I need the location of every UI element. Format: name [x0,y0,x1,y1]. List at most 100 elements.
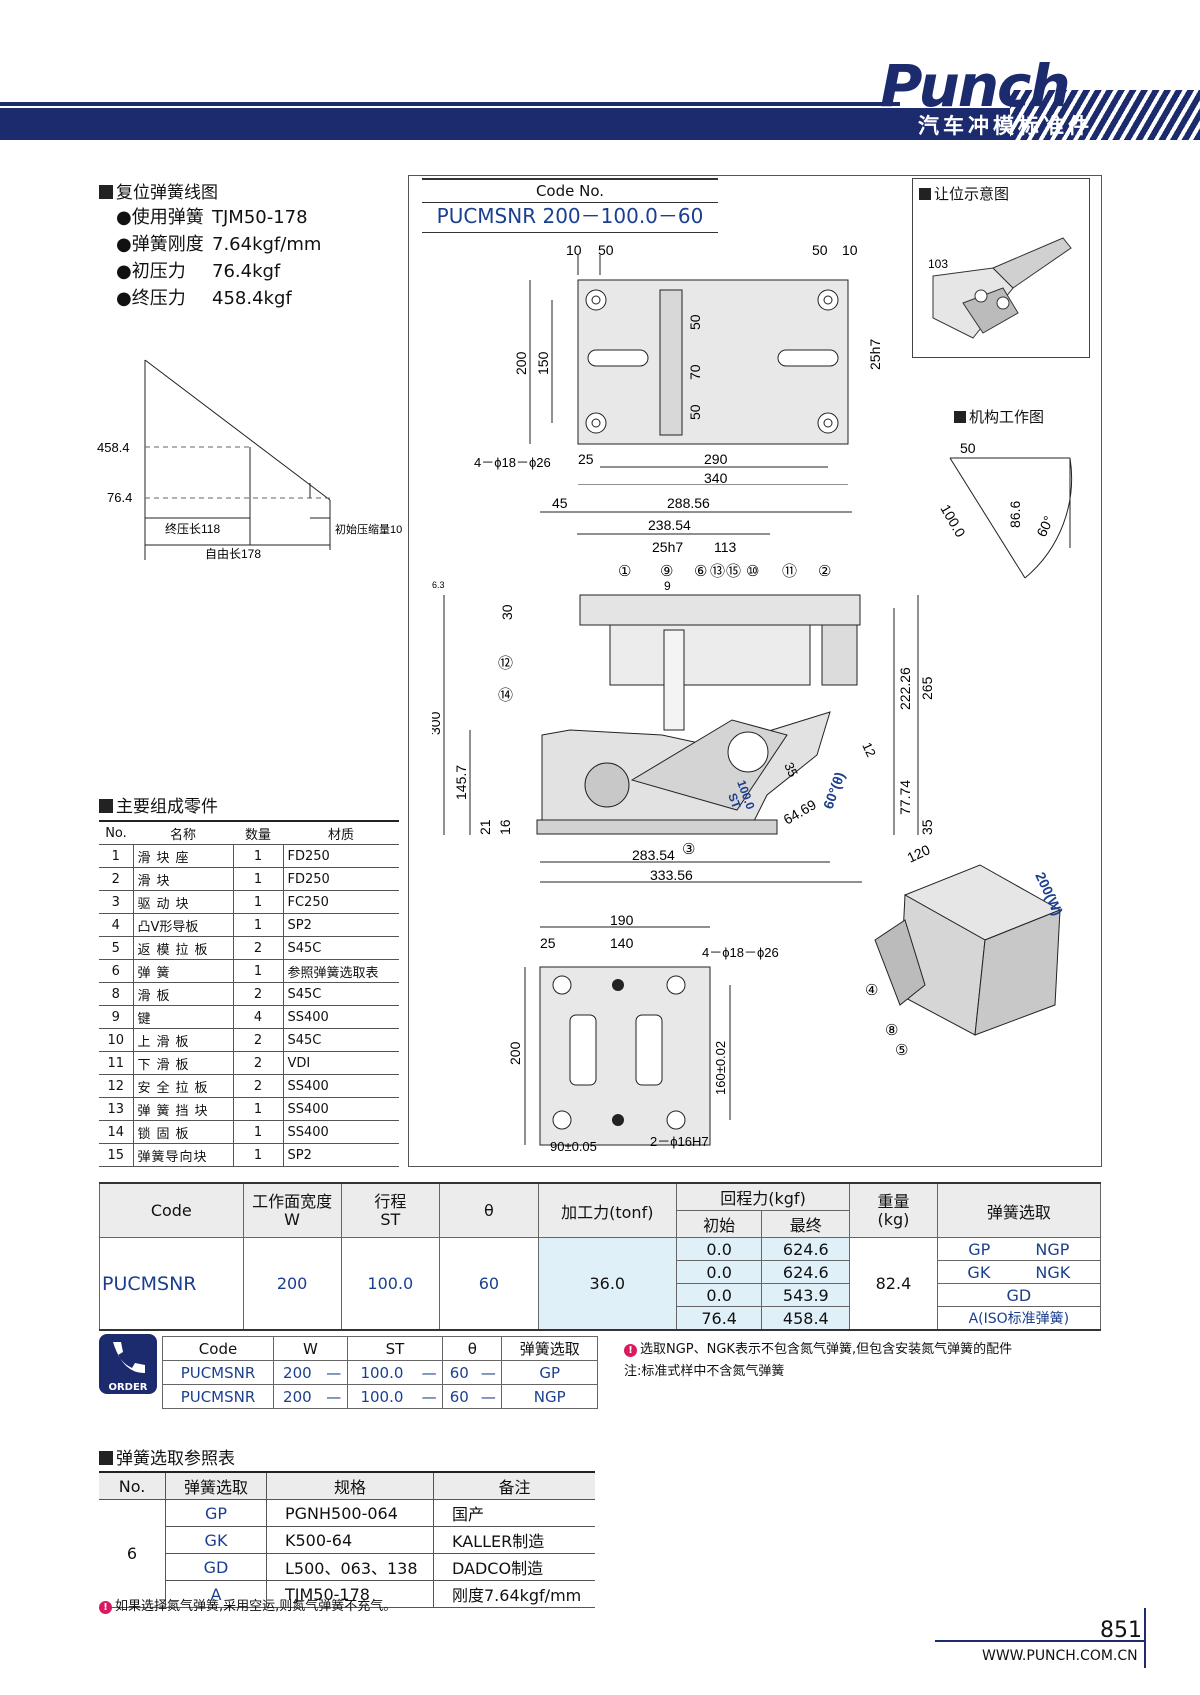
code-box: Code No. PUCMSNR 200－100.0－60 [422,178,718,233]
mechanism-diagram: 50 100.0 86.6 60° [937,440,1073,579]
svg-text:35: 35 [781,760,801,779]
col-theta: θ [439,1182,539,1238]
clearance-box: 让位示意图 103 [912,178,1090,358]
table-row: PUCMSNR 200 — 100.0 — 60 — NGP [162,1384,598,1409]
svg-text:190: 190 [610,912,634,928]
y-label-final: 458.4 [97,440,130,455]
order-table: Code W ST θ 弹簧选取 PUCMSNR 200 — 100.0 — 6… [162,1336,598,1409]
svg-text:160±0.02: 160±0.02 [713,1041,728,1095]
col-code: Code [99,1182,244,1238]
col-return: 回程力(kgf) [675,1182,851,1211]
parts-header-qty: 数量 [233,820,283,845]
svg-text:②: ② [818,563,831,580]
col-force: 加工力(tonf) [537,1182,677,1238]
svg-text:⑪: ⑪ [782,563,797,580]
footer-divider [1144,1608,1146,1668]
clearance-sketch: 103 [928,237,1072,339]
svg-text:35: 35 [919,819,935,835]
svg-text:140: 140 [610,935,634,951]
svg-text:333.56: 333.56 [650,867,693,883]
svg-text:50: 50 [687,314,703,330]
parts-header-row: No. 名称 数量 材质 [99,820,399,845]
spring-chart-title: 复位弹簧线图 [99,178,218,203]
svg-text:103: 103 [928,257,948,271]
drawing-frame [408,175,1102,1167]
order-note-2: 注:标准式样中不含氮气弹簧 [624,1364,785,1379]
code-label: Code No. [422,180,718,203]
svg-text:25h7: 25h7 [867,339,883,370]
svg-text:25: 25 [578,451,594,467]
svg-text:113: 113 [714,539,737,555]
table-row: 0.0 624.6 GK NGK [100,1260,1102,1284]
parts-header-material: 材质 [283,820,399,845]
table-row: 76.4 458.4 A(ISO标准弹簧) [100,1306,1102,1331]
svg-text:6.3: 6.3 [432,580,445,590]
svg-text:25h7: 25h7 [652,539,683,555]
svg-text:60°: 60° [1033,513,1056,539]
svg-text:4－ϕ18－ϕ26: 4－ϕ18－ϕ26 [474,455,551,470]
table-row: 0.0 543.9 GD [100,1283,1102,1307]
svg-text:⑧: ⑧ [885,1022,898,1039]
spring-ref-title: 弹簧选取参照表 [99,1444,235,1469]
mechanism-title: 机构工作图 [954,406,1044,427]
svg-text:200: 200 [513,351,529,375]
alert-icon: ! [624,1344,637,1357]
svg-text:⑩: ⑩ [746,563,759,580]
svg-text:60°(θ): 60°(θ) [820,770,848,811]
side-elevation-view: 45 288.56 238.54 25h7 113 ① ⑨ ⑥ ⑬ ⑮ ⑩ ⑪ … [432,495,935,883]
spring-ref-table: No. 弹簧选取 规格 备注 6 GP PGNH500-064 国产 GK K5… [99,1471,595,1608]
svg-text:⑨: ⑨ [660,563,673,580]
footer-url[interactable]: WWW.PUNCH.COM.CN [982,1648,1138,1664]
brand-logo: Punch [880,52,1071,120]
order-badge: ORDER [99,1334,157,1394]
parts-header-no: No. [99,820,133,845]
phone-icon [113,1342,145,1374]
table-row: PUCMSNR 200 — 100.0 — 60 — GP [162,1360,598,1385]
svg-text:150: 150 [535,351,551,375]
svg-text:300: 300 [432,711,443,735]
svg-text:2－ϕ16H7: 2－ϕ16H7 [650,1134,709,1149]
page-number: 851 [1100,1618,1142,1643]
svg-text:⑫: ⑫ [498,655,513,672]
svg-text:10: 10 [842,242,858,258]
svg-text:16: 16 [497,819,513,835]
order-note-1: !选取NGP、NGK表示不包含氮气弹簧,但包含安装氮气弹簧的配件 [624,1338,1012,1357]
col-weight: 重量(kg) [849,1182,938,1238]
svg-text:⑬: ⑬ [710,563,725,580]
col-spring: 弹簧选取 [936,1182,1102,1238]
svg-text:9: 9 [664,579,671,593]
svg-text:90±0.05: 90±0.05 [550,1139,597,1154]
svg-text:290: 290 [704,451,728,467]
block-isometric: 120 200(W) ④ ⑧ ⑤ [865,845,1066,1059]
svg-text:283.54: 283.54 [632,847,675,863]
svg-text:70: 70 [687,364,703,380]
col-initial: 初始 [675,1210,763,1238]
col-final: 最终 [761,1210,851,1238]
svg-text:340: 340 [704,470,728,485]
alert-icon: ! [99,1601,112,1614]
svg-text:200: 200 [507,1041,523,1065]
x-label-free-length: 自由长178 [205,547,261,561]
svg-text:64.69: 64.69 [781,796,820,827]
svg-text:145.7: 145.7 [453,765,469,800]
table-row: PUCMSNR 200 100.0 60 36.0 0.0 624.6 82.4… [99,1237,1102,1331]
ref-header-row: No. 弹簧选取 规格 备注 [99,1471,595,1500]
svg-text:50: 50 [598,242,614,258]
svg-text:120: 120 [905,845,933,866]
svg-text:238.54: 238.54 [648,517,691,533]
